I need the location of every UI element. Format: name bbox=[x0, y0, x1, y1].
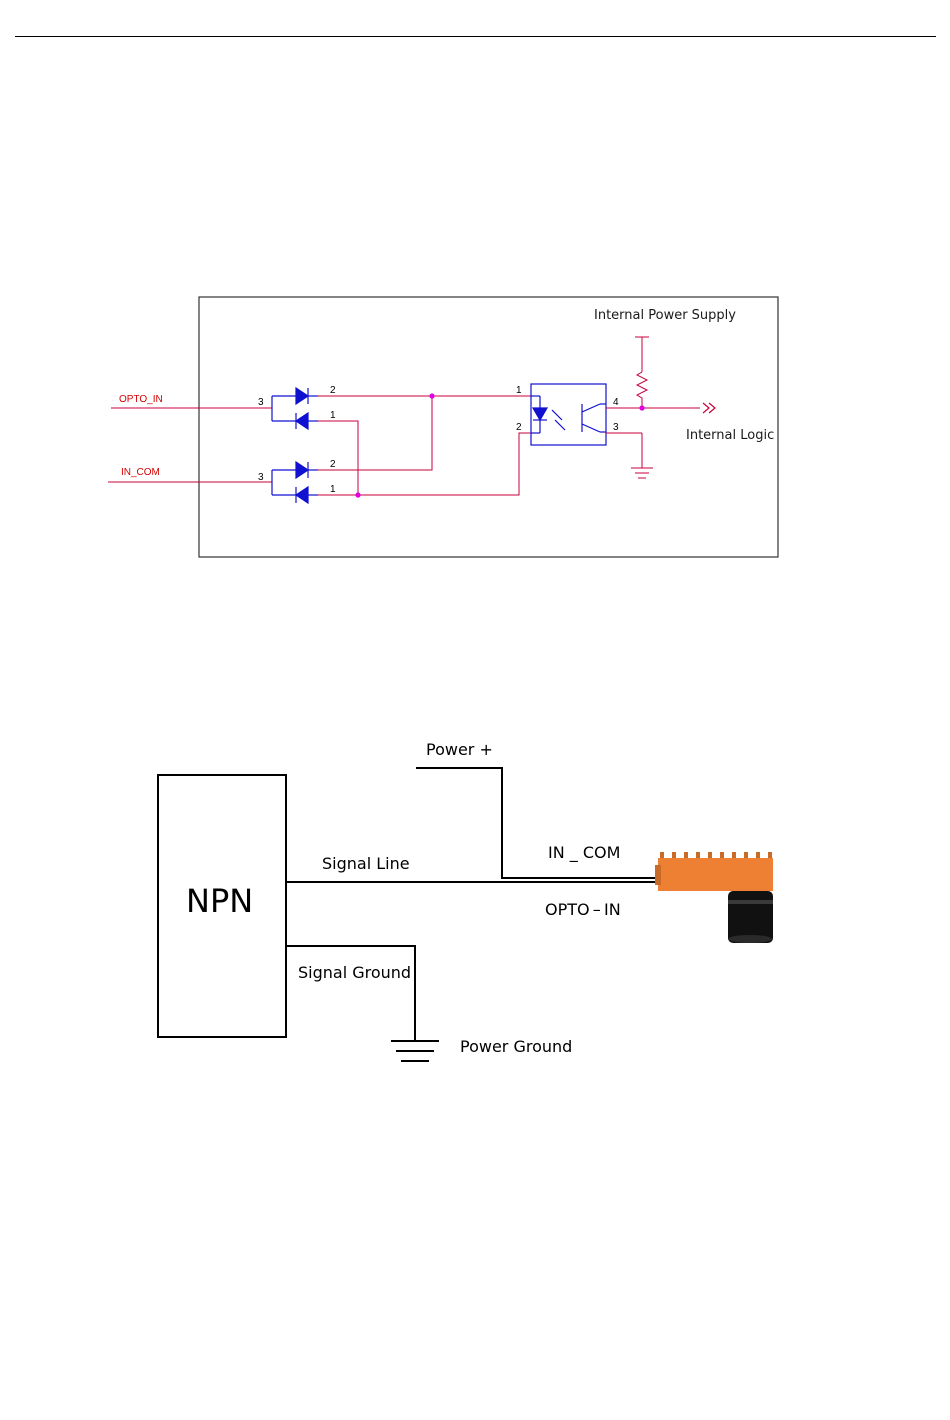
opto-in-wire-label: OPTO – IN bbox=[545, 900, 621, 919]
in-com-wire-label: IN _ COM bbox=[548, 843, 620, 863]
signal-ground-label: Signal Ground bbox=[298, 963, 411, 982]
power-ground-icon bbox=[391, 1041, 439, 1061]
power-ground-label: Power Ground bbox=[460, 1037, 572, 1056]
signal-line-label: Signal Line bbox=[322, 854, 410, 873]
camera-icon bbox=[655, 852, 773, 943]
npn-wiring-diagram: NPN Power + Signal Line IN _ COM OPTO – … bbox=[0, 0, 950, 1100]
npn-label: NPN bbox=[186, 882, 253, 920]
power-plus-label: Power + bbox=[426, 740, 493, 759]
